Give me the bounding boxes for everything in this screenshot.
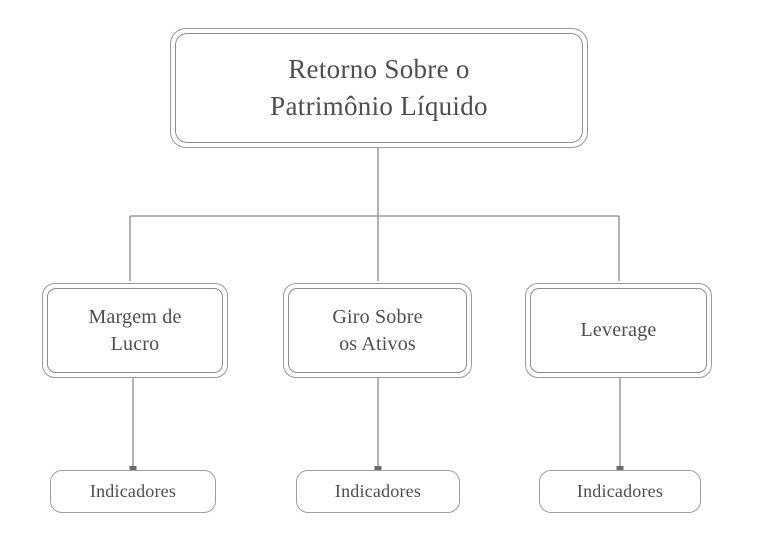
node-leverage[interactable]: Leverage — [525, 283, 712, 378]
node-indicadores-leverage[interactable]: Indicadores — [539, 470, 701, 513]
node-retorno-sobre-patrimonio-liquido[interactable]: Retorno Sobre o Patrimônio Líquido — [170, 28, 588, 148]
node-indicadores-margem[interactable]: Indicadores — [50, 470, 216, 513]
node-label-indicadores-1: Indicadores — [89, 480, 177, 501]
node-margem-de-lucro[interactable]: Margem de Lucro — [42, 283, 228, 378]
node-indicadores-giro[interactable]: Indicadores — [296, 470, 460, 513]
node-label-indicadores-2: Indicadores — [334, 480, 422, 501]
node-label-leverage: Leverage — [580, 319, 657, 341]
node-giro-sobre-os-ativos[interactable]: Giro Sobre os Ativos — [283, 283, 472, 378]
node-label-indicadores-3: Indicadores — [576, 480, 664, 501]
node-label-root: Retorno Sobre o Patrimônio Líquido — [270, 53, 488, 121]
node-label-margem-de-lucro: Margem de Lucro — [88, 305, 182, 355]
node-label-giro-sobre-os-ativos: Giro Sobre os Ativos — [332, 305, 423, 355]
